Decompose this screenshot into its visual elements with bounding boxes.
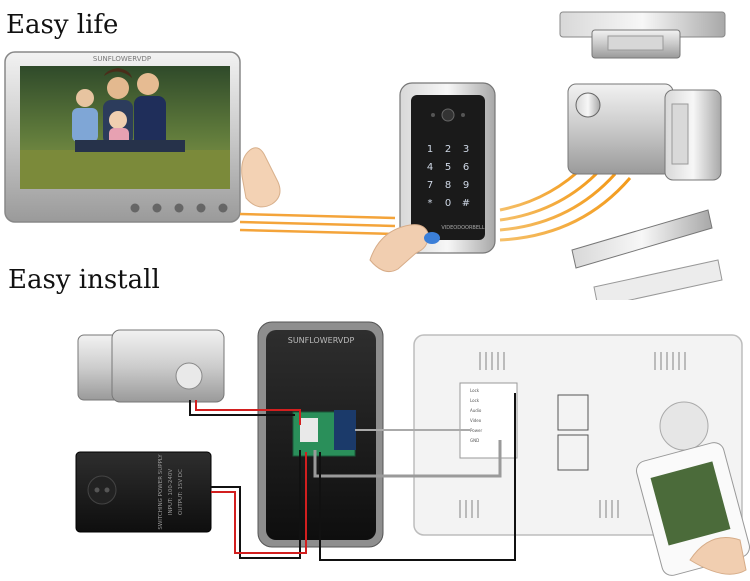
svg-text:Video: Video [470, 418, 482, 423]
outdoor-unit-brand: SUNFLOWERVDP [288, 336, 355, 345]
pointing-hand-icon [241, 147, 281, 208]
svg-text:OUTPUT: 15V DC: OUTPUT: 15V DC [178, 469, 184, 515]
svg-text:8: 8 [445, 180, 451, 191]
monitor-buttons [130, 203, 228, 213]
keypad: 1 2 3 4 5 6 7 8 9 * 0 # [427, 144, 470, 209]
svg-text:SWITCHING POWER SUPPLY: SWITCHING POWER SUPPLY [158, 454, 164, 530]
easy-install-heading: Easy install [8, 265, 160, 295]
rim-lock-bottom [77, 329, 225, 403]
monitor-button-2 [152, 203, 162, 213]
smartphone-screen [650, 461, 731, 546]
electric-strike-lock [559, 11, 726, 59]
svg-text:1: 1 [427, 144, 433, 155]
svg-text:INPUT: 100-240V: INPUT: 100-240V [168, 469, 174, 515]
electric-rim-lock [567, 83, 722, 181]
svg-text:5: 5 [445, 162, 451, 173]
svg-text:Lock: Lock [470, 388, 480, 393]
svg-text:2: 2 [445, 144, 451, 155]
signal-lines [239, 212, 396, 236]
monitor-button-4 [196, 203, 206, 213]
svg-text:7: 7 [427, 180, 433, 191]
monitor-button-3 [174, 203, 184, 213]
easy-life-scene: SUNFLOWERVDP 1 2 3 4 5 6 7 [4, 11, 726, 300]
terminal-panel [459, 382, 518, 459]
svg-text:*: * [428, 198, 433, 209]
svg-text:4: 4 [427, 162, 433, 173]
svg-text:3: 3 [463, 144, 469, 155]
magnetic-lock [571, 209, 723, 300]
indoor-monitor: SUNFLOWERVDP [4, 51, 241, 223]
power-supply: SWITCHING POWER SUPPLY INPUT: 100-240V O… [75, 451, 212, 533]
svg-text:Audio: Audio [470, 408, 482, 413]
monitor-button-5 [218, 203, 228, 213]
svg-text:9: 9 [463, 180, 469, 191]
easy-install-scene: SWITCHING POWER SUPPLY INPUT: 100-240V O… [75, 321, 750, 576]
svg-text:Lock: Lock [470, 398, 480, 403]
outdoor-unit-label: VIDEODOORBELL [441, 225, 484, 231]
rfid-hand-icon [369, 224, 440, 272]
outdoor-unit-back: SUNFLOWERVDP [257, 321, 384, 548]
monitor-button-1 [130, 203, 140, 213]
wiring [189, 393, 516, 561]
rfid-tag-icon [424, 232, 440, 244]
speaker-grille [659, 401, 709, 451]
svg-text:GND: GND [470, 438, 479, 443]
outdoor-keypad-unit: 1 2 3 4 5 6 7 8 9 * 0 # VIDEODOORBELL [399, 82, 496, 254]
power-supply-label: SWITCHING POWER SUPPLY INPUT: 100-240V O… [158, 454, 184, 530]
wireless-waves [499, 163, 632, 242]
svg-text:Power: Power [470, 428, 482, 433]
smartphone [636, 442, 750, 576]
easy-life-heading: Easy life [6, 10, 119, 40]
monitor-brand-label: SUNFLOWERVDP [93, 55, 151, 63]
svg-text:6: 6 [463, 162, 469, 173]
terminal-labels: Lock Lock Audio Video Power GND [470, 388, 482, 443]
svg-text:0: 0 [445, 198, 451, 209]
svg-text:#: # [462, 198, 470, 209]
